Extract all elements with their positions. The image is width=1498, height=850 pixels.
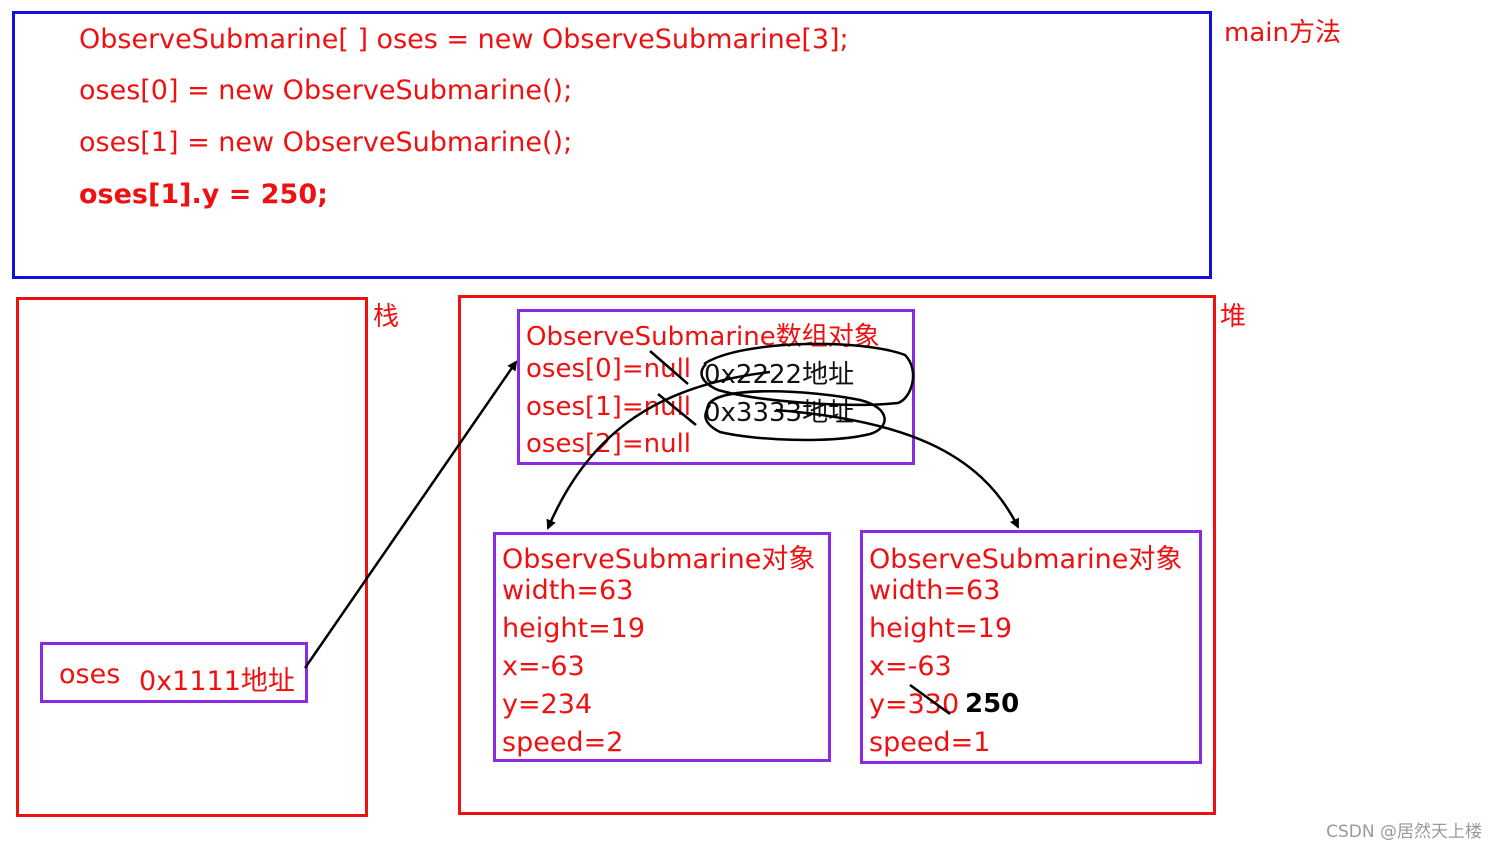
- object-2-field-height: height=19: [869, 613, 1013, 644]
- submarine-object-2: ObserveSubmarine对象 width=63 height=19 x=…: [860, 530, 1202, 764]
- heap-region: [458, 295, 1216, 815]
- object-1-field-speed: speed=2: [502, 727, 624, 758]
- code-line-3: oses[1] = new ObserveSubmarine();: [79, 127, 573, 158]
- submarine-object-1: ObserveSubmarine对象 width=63 height=19 x=…: [493, 532, 831, 762]
- array-element-0-address: 0x2222地址: [704, 360, 855, 390]
- strike-object2-y: [909, 683, 951, 716]
- heap-label: 堆: [1220, 302, 1247, 332]
- object-1-field-width: width=63: [502, 575, 634, 606]
- object-1-field-height: height=19: [502, 613, 646, 644]
- arrow-stack-to-array: [303, 360, 518, 669]
- code-line-1: ObserveSubmarine[ ] oses = new ObserveSu…: [79, 24, 849, 55]
- circle-element0-address: [700, 342, 915, 406]
- object-2-field-speed: speed=1: [869, 727, 991, 758]
- watermark: CSDN @居然天上楼: [1326, 822, 1482, 842]
- stack-variable-name: oses: [59, 659, 121, 690]
- main-method-label: main方法: [1224, 18, 1341, 48]
- object-2-field-x: x=-63: [869, 651, 952, 682]
- stack-label: 栈: [373, 302, 400, 332]
- main-method-panel: ObserveSubmarine[ ] oses = new ObserveSu…: [12, 11, 1212, 279]
- arrow-element1-to-object2: [775, 408, 1020, 529]
- array-object-title: ObserveSubmarine数组对象: [526, 322, 880, 352]
- stack-variable-box: oses 0x1111地址: [40, 642, 308, 703]
- arrow-element0-to-object1: [546, 370, 771, 530]
- array-element-0: oses[0]=null: [526, 354, 692, 384]
- object-1-title: ObserveSubmarine对象: [502, 544, 816, 575]
- object-1-field-y: y=234: [502, 689, 593, 720]
- strike-element0-null: [649, 350, 689, 385]
- object-2-field-width: width=63: [869, 575, 1001, 606]
- strike-element1-null: [657, 393, 697, 426]
- array-element-2: oses[2]=null: [526, 429, 692, 459]
- stack-variable-address: 0x1111地址: [139, 666, 295, 697]
- code-line-2: oses[0] = new ObserveSubmarine();: [79, 75, 573, 106]
- stack-region: oses 0x1111地址: [16, 297, 368, 817]
- circle-element1-address: [704, 390, 886, 442]
- object-2-updated-y: 250: [965, 689, 1020, 719]
- code-line-4: oses[1].y = 250;: [79, 179, 328, 210]
- object-2-title: ObserveSubmarine对象: [869, 544, 1183, 575]
- object-1-field-x: x=-63: [502, 651, 585, 682]
- object-2-field-y: y=330: [869, 689, 960, 720]
